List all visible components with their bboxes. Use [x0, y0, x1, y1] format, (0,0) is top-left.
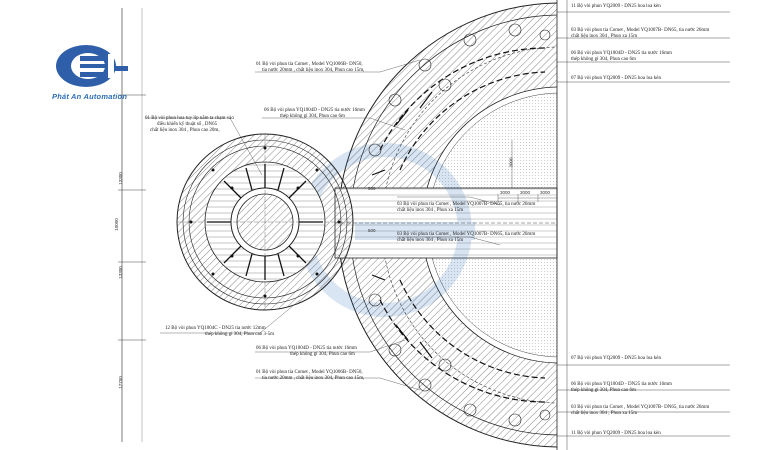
label-r2b: chất liệu inox 304 , Phun xa 15m: [571, 34, 638, 39]
right-frame: [556, 0, 730, 450]
label-r8: 11 Bộ vòi phun YQ2009 - DN25 hoa loa kèn: [571, 431, 661, 436]
label-r7b: chất liệu inox 304 , Phun xa 15m: [571, 411, 638, 416]
small-basin: [176, 133, 354, 311]
dim-d4: 17750: [117, 376, 123, 389]
label-b2a: 06 Bộ vòi phun YQ1004D - DN25 tia nước 1…: [256, 346, 357, 351]
label-b1a: 12 Bộ vòi phun YQ1004C - DN25 tia nước 1…: [165, 326, 266, 331]
dim-d2: 10000: [113, 218, 119, 231]
logo-emblem-icon: [56, 45, 128, 87]
dim-d6: 3000: [520, 190, 531, 195]
dim-d1: 13300: [117, 172, 123, 185]
label-b2b: thép không gỉ 304, Phun cao 6m: [290, 352, 355, 357]
logo-brand-name: Phát An Automation: [52, 92, 128, 101]
dim-d8: 500: [368, 186, 376, 191]
label-r5: 07 Bộ vòi phun YQ2009 - DN25 hoa loa kèn: [571, 356, 661, 361]
label-r6b: thép không gỉ 304, Phun cao 6m: [571, 388, 636, 393]
label-l1b: điều khiển kỹ thuật số , DN65: [157, 122, 218, 127]
label-r3a: 06 Bộ vòi phun YQ1004D - DN25 tia nước 1…: [571, 51, 672, 56]
channel-dimensions: [497, 140, 557, 202]
label-r2a: 03 Bộ vòi phun tia Comet , Model YQ1007B…: [571, 28, 710, 33]
large-basin-nozzle-arcs: [379, 47, 546, 403]
company-logo: Phát An Automation: [52, 42, 142, 104]
label-b3b: tia nước 20mm , chất liệu inox 304, Phun…: [262, 376, 365, 381]
label-t1b: tia nước 20mm , chất liệu inox 304, Phun…: [262, 68, 365, 73]
small-basin-nozzles: [189, 146, 341, 298]
label-r1: 11 Bộ vòi phun YQ2009 - DN25 hoa loa kèn: [571, 4, 661, 9]
dim-d9: 500: [368, 228, 376, 233]
label-b3a: 01 Bộ vòi phun tia Comet , Model YQ1006B…: [256, 370, 363, 375]
label-r7a: 03 Bộ vòi phun tia Comet , Model YQ1007B…: [571, 405, 710, 410]
label-l1c: chất liệu inox 304 , Phun cao 20m,: [150, 128, 220, 133]
label-l1a: 01 Bộ vòi phun hoa tuy líp nằm ta chạm v…: [145, 116, 234, 121]
label-r4: 07 Bộ vòi phun YQ2009 - DN25 hoa loa kèn: [571, 76, 661, 81]
label-r6a: 06 Bộ vòi phun YQ1004D - DN25 tia nước 1…: [571, 382, 672, 387]
label-c1a: 03 Bộ vòi phun tia Comet , Model YQ1007B…: [397, 202, 536, 207]
label-c1b: chất liệu inox 304 , Phun xa 15m: [397, 208, 464, 213]
small-basin-spokes: [207, 164, 323, 280]
label-c2a: 03 Bộ vòi phun tia Comet , Model YQ1007B…: [397, 232, 536, 237]
label-t2a: 06 Bộ vòi phun YQ1004D - DN25 tia nước 1…: [264, 108, 365, 113]
dim-d10: 3000: [508, 157, 514, 168]
dim-d7: 3000: [540, 190, 551, 195]
left-dimension-line: [118, 8, 146, 442]
label-r3b: thép không gỉ 304, Phun cao 6m: [571, 57, 636, 62]
channel: [334, 187, 558, 259]
label-t2b: thép không gỉ 304, Phun cao 6m: [280, 114, 345, 119]
label-c2b: chất liệu inox 304 , Phun xa 15m: [397, 238, 464, 243]
large-basin-nozzles: [368, 23, 551, 427]
large-ring-spokes: [371, 91, 433, 359]
leader-lines: [145, 59, 501, 391]
label-t1a: 01 Bộ vòi phun tia Comet , Model YQ1006B…: [256, 62, 363, 67]
label-b1b: thép không gỉ 304, Phun cao 3-5m: [205, 332, 275, 337]
dim-d3: 13300: [117, 266, 123, 279]
dim-d5: 3000: [500, 190, 511, 195]
